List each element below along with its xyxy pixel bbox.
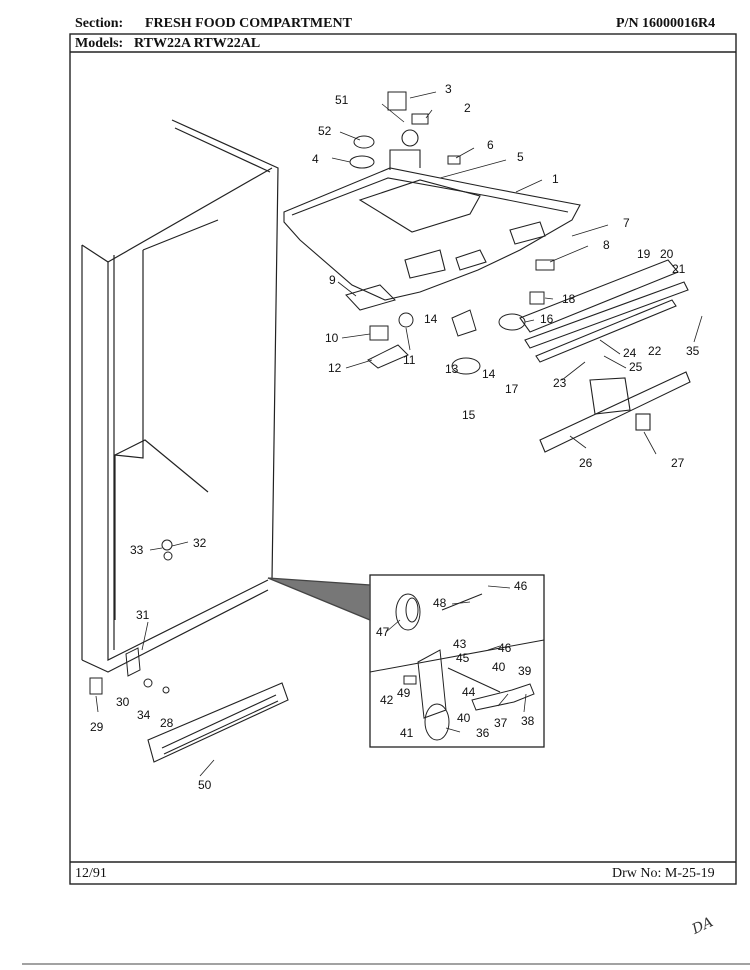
models-list: RTW22A RTW22AL	[134, 36, 261, 51]
leveler-detail-box	[267, 574, 545, 748]
callout-32: 32	[193, 536, 207, 550]
drawing-number: Drw No: M-25-19	[612, 866, 715, 881]
callout-38: 38	[521, 714, 535, 728]
callout-39: 39	[518, 664, 532, 678]
callout-4: 4	[312, 152, 319, 166]
callout-5: 5	[517, 150, 524, 164]
callout-18: 18	[562, 292, 576, 306]
callout-14b: 14	[482, 367, 496, 381]
callout-30: 30	[116, 695, 130, 709]
callout-36: 36	[476, 726, 490, 740]
section-label: Section:	[75, 16, 124, 31]
callout-11: 11	[403, 353, 416, 367]
callout-34: 34	[137, 708, 151, 722]
callout-31: 31	[136, 608, 150, 622]
callout-49: 49	[397, 686, 411, 700]
callout-29: 29	[90, 720, 104, 734]
callout-37: 37	[494, 716, 508, 730]
light-rail	[519, 259, 691, 453]
callout-46: 46	[514, 579, 528, 593]
control-housing-top	[283, 129, 581, 301]
callout-24: 24	[623, 346, 637, 360]
cabinet-liner	[81, 119, 279, 673]
callout-28: 28	[160, 716, 174, 730]
callout-8: 8	[603, 238, 610, 252]
callout-12: 12	[328, 361, 342, 375]
callout-48: 48	[433, 596, 447, 610]
callout-42: 42	[380, 693, 394, 707]
callout-23: 23	[553, 376, 567, 390]
callout-45: 45	[456, 651, 470, 665]
sheet-frame	[69, 33, 737, 885]
callout-40: 40	[492, 660, 506, 674]
callout-44: 44	[462, 685, 476, 699]
section-title: FRESH FOOD COMPARTMENT	[145, 16, 352, 31]
drawing-date: 12/91	[75, 866, 107, 881]
callout-40b: 40	[457, 711, 471, 725]
hinge-parts	[89, 539, 173, 695]
callout-9: 9	[329, 273, 336, 287]
callout-10: 10	[325, 331, 339, 345]
callout-14: 14	[424, 312, 438, 326]
callout-20: 20	[660, 247, 674, 261]
callout-41: 41	[400, 726, 414, 740]
callout-7: 7	[623, 216, 630, 230]
leveler-parts	[395, 593, 535, 741]
callout-13: 13	[445, 362, 459, 376]
callout-leaders	[95, 91, 703, 777]
callout-1: 1	[552, 172, 559, 186]
left-bracket-parts	[345, 284, 545, 375]
callout-33: 33	[130, 543, 144, 557]
callout-25: 25	[629, 360, 643, 374]
callout-50: 50	[198, 778, 212, 792]
callout-17: 17	[505, 382, 519, 396]
models-label: Models:	[75, 36, 124, 51]
callout-16: 16	[540, 312, 554, 326]
callout-3: 3	[445, 82, 452, 96]
callout-27: 27	[671, 456, 685, 470]
callout-26: 26	[579, 456, 593, 470]
callout-6: 6	[487, 138, 494, 152]
callout-2: 2	[464, 101, 471, 115]
callout-22: 22	[648, 344, 662, 358]
callout-43: 43	[453, 637, 467, 651]
toe-grille	[147, 682, 289, 763]
part-number: P/N 16000016R4	[616, 16, 716, 31]
callout-35: 35	[686, 344, 700, 358]
callout-52: 52	[318, 124, 332, 138]
callout-46b: 46	[498, 641, 512, 655]
callout-15: 15	[462, 408, 476, 422]
callout-21: 21	[672, 262, 686, 276]
callout-19: 19	[637, 247, 651, 261]
callout-51: 51	[335, 93, 349, 107]
parts-diagram-sheet: Section: FRESH FOOD COMPARTMENT P/N 1600…	[70, 14, 736, 884]
callout-47: 47	[376, 625, 390, 639]
